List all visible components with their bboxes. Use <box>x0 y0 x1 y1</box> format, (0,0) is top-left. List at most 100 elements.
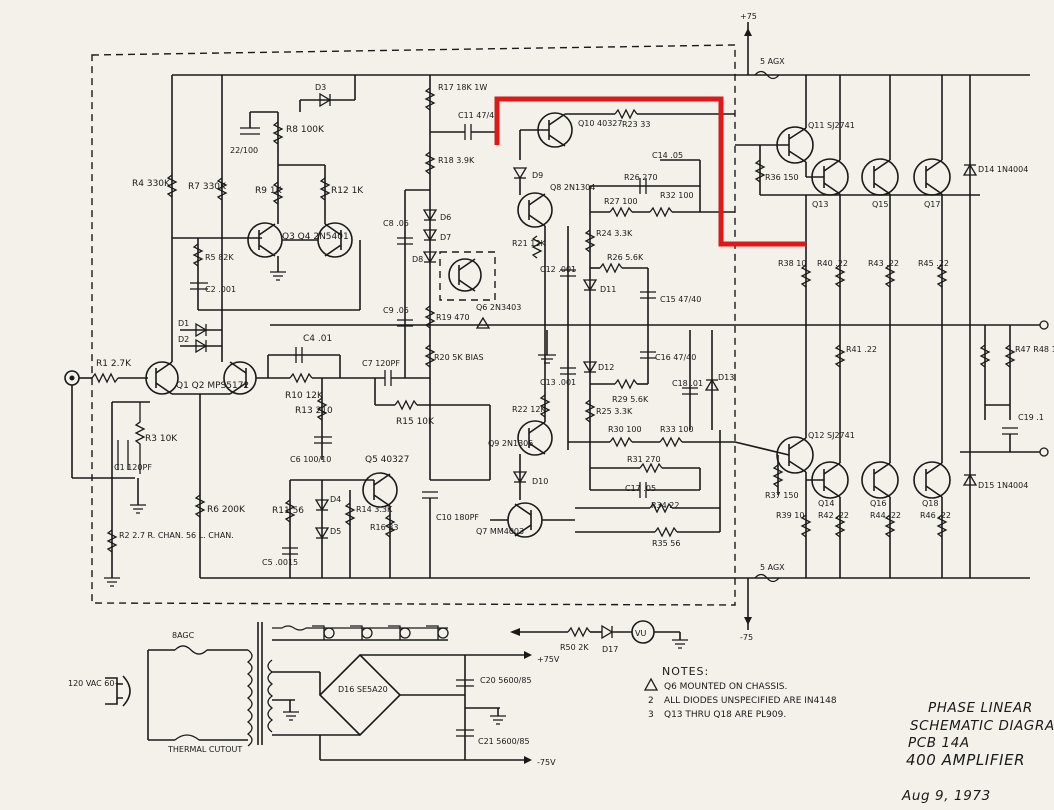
R3-C1: R3 10K C1 120PF <box>111 401 178 520</box>
svg-text:R18 3.9K: R18 3.9K <box>438 156 475 165</box>
svg-text:R34 22: R34 22 <box>651 501 679 510</box>
R47-R48-C19: R47 R48 10 1W C19 .1 <box>979 325 1054 452</box>
svg-text:R43 .22: R43 .22 <box>868 259 899 268</box>
svg-text:C20 5600/85: C20 5600/85 <box>480 676 532 685</box>
vu-meter-circuit: R50 2K D17 VU <box>510 620 688 654</box>
D15: D15 1N4004 <box>962 325 1028 578</box>
negative-rail: -75 5 AGX <box>735 563 1030 642</box>
D3: D3 <box>299 75 356 112</box>
svg-text:R37 150: R37 150 <box>765 491 799 500</box>
svg-text:Q9 2N1305: Q9 2N1305 <box>488 439 533 448</box>
output-transistors-top: Q13 Q15 Q17 <box>760 75 980 325</box>
svg-text:C15 47/40: C15 47/40 <box>660 295 701 304</box>
svg-text:NOTES:: NOTES: <box>662 665 709 678</box>
D4-D5: D4 D5 <box>314 480 341 578</box>
R41: R41 .22 <box>834 325 877 440</box>
svg-text:R38 10: R38 10 <box>778 259 806 268</box>
svg-text:8AGC: 8AGC <box>172 631 195 640</box>
svg-text:+75: +75 <box>740 12 757 21</box>
C4-R10-R13: C4 .01 R10 12K R13 210 C6 100/10 <box>267 334 341 464</box>
D1-D2: D1 D2 <box>178 319 222 354</box>
svg-text:C5 .0015: C5 .0015 <box>262 558 298 567</box>
svg-text:D14 1N4004: D14 1N4004 <box>978 165 1028 174</box>
svg-text:Q18: Q18 <box>922 499 938 508</box>
svg-text:PCB 14A: PCB 14A <box>908 735 970 751</box>
svg-text:R1 2.7K: R1 2.7K <box>96 359 132 369</box>
Q5-transistor: Q5 40327 <box>362 455 409 508</box>
Q8-transistor: Q8 2N1304 <box>517 183 595 228</box>
output-transistors-bottom: Q14 Q16 Q18 <box>805 325 951 578</box>
svg-text:R4 330K: R4 330K <box>132 179 171 189</box>
svg-text:Q13 THRU Q18 ARE PL909.: Q13 THRU Q18 ARE PL909. <box>664 710 786 720</box>
svg-text:Aug 9, 1973: Aug 9, 1973 <box>901 788 991 804</box>
svg-text:Q16: Q16 <box>870 499 886 508</box>
R2: R2 2.7 R. CHAN. 56 L. CHAN. <box>104 520 234 587</box>
pcb-boundary <box>91 44 736 606</box>
svg-text:R29 5.6K: R29 5.6K <box>612 395 649 404</box>
svg-text:R46 .22: R46 .22 <box>920 511 951 520</box>
svg-text:R26 270: R26 270 <box>624 173 658 182</box>
R30-R33-R31-C17-R34-R35: R30 100 R33 100 R31 270 C17 .05 R34 22 R… <box>568 425 735 548</box>
svg-text:R17 18K 1W: R17 18K 1W <box>438 83 487 92</box>
D12-R25-R29: D12 R25 3.3K R29 5.6K <box>582 330 649 490</box>
svg-text:22/100: 22/100 <box>230 146 258 155</box>
svg-text:SCHEMATIC DIAGRAM: SCHEMATIC DIAGRAM <box>910 718 1054 734</box>
svg-text:R2 2.7 R. CHAN. 56 L. CHAN.: R2 2.7 R. CHAN. 56 L. CHAN. <box>119 531 234 540</box>
R4: R4 330K <box>132 75 178 362</box>
input-jack <box>64 370 135 479</box>
svg-text:R21 12K: R21 12K <box>512 239 546 248</box>
svg-text:THERMAL CUTOUT: THERMAL CUTOUT <box>167 745 242 754</box>
C16: C16 47/40 <box>640 330 696 384</box>
svg-text:D10: D10 <box>532 477 548 486</box>
output-terminal <box>1039 320 1049 330</box>
svg-text:Q6 2N3403: Q6 2N3403 <box>476 303 521 312</box>
Q1-transistor <box>145 361 179 395</box>
svg-text:R24 3.3K: R24 3.3K <box>596 229 633 238</box>
svg-text:2: 2 <box>648 696 654 706</box>
mains-fuse: 8AGC THERMAL CUTOUT <box>147 631 248 754</box>
power-transformer <box>246 622 449 747</box>
Q2-transistor <box>223 361 257 395</box>
svg-text:-75: -75 <box>740 633 753 642</box>
svg-text:C16 47/40: C16 47/40 <box>655 353 696 362</box>
mains-plug: 120 VAC 60~ <box>68 675 131 707</box>
svg-text:R16 33: R16 33 <box>370 523 398 532</box>
svg-text:D4: D4 <box>330 495 341 504</box>
R7: R7 330K <box>188 75 228 362</box>
svg-text:R32 100: R32 100 <box>660 191 694 200</box>
Q18-transistor: Q18 <box>913 461 951 508</box>
C15: C15 47/40 <box>640 268 701 330</box>
svg-text:120 VAC 60~: 120 VAC 60~ <box>68 679 121 688</box>
R1: R1 2.7K <box>79 359 148 384</box>
svg-text:R36 150: R36 150 <box>765 173 799 182</box>
svg-text:ALL DIODES UNSPECIFIED ARE IN4: ALL DIODES UNSPECIFIED ARE IN4148 <box>664 696 837 706</box>
svg-text:PHASE LINEAR: PHASE LINEAR <box>928 700 1033 716</box>
svg-text:D11: D11 <box>600 285 616 294</box>
red-highlight-path <box>494 96 806 247</box>
svg-text:Q5 40327: Q5 40327 <box>365 455 409 465</box>
svg-text:C10 180PF: C10 180PF <box>436 513 479 522</box>
svg-text:R39 10: R39 10 <box>776 511 804 520</box>
svg-text:C13 .001: C13 .001 <box>540 378 576 387</box>
Q17-transistor: Q17 <box>913 158 951 209</box>
R24-R26: R24 3.3K R26 5.6K <box>584 186 648 330</box>
svg-text:R12 1K: R12 1K <box>331 186 364 196</box>
svg-text:D3: D3 <box>315 83 326 92</box>
svg-text:D8: D8 <box>412 255 423 264</box>
svg-text:R45 .22: R45 .22 <box>918 259 949 268</box>
svg-text:C18 .01: C18 .01 <box>672 379 703 388</box>
notes-block: NOTES: Q6 MOUNTED ON CHASSIS. 2 ALL DIOD… <box>643 665 837 720</box>
Q9-transistor: Q9 2N1305 <box>488 420 553 456</box>
svg-text:5 AGX: 5 AGX <box>760 563 785 572</box>
svg-text:Q15: Q15 <box>872 200 888 209</box>
R19-R20: R19 470 R20 5K BIAS <box>424 305 484 368</box>
svg-text:R23 33: R23 33 <box>622 120 650 129</box>
D9: D9 <box>512 167 543 195</box>
svg-text:R27 100: R27 100 <box>604 197 638 206</box>
svg-text:C6 100/10: C6 100/10 <box>290 455 331 464</box>
svg-text:R42 .22: R42 .22 <box>818 511 849 520</box>
svg-text:5 AGX: 5 AGX <box>760 57 785 66</box>
Q15-transistor: Q15 <box>861 158 899 209</box>
svg-text:D15 1N4004: D15 1N4004 <box>978 481 1028 490</box>
Q6-transistor: Q6 2N3403 <box>439 251 521 329</box>
